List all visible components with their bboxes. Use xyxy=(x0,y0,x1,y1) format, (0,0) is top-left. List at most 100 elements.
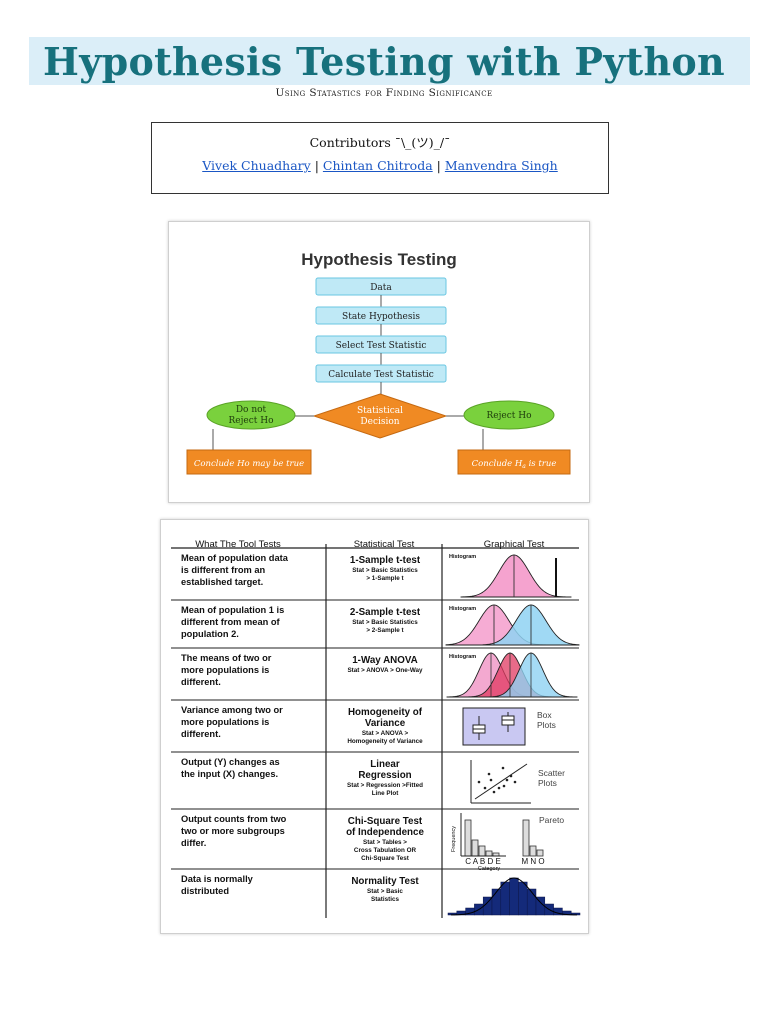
flow-outcome-reject: Reject Ho xyxy=(463,400,555,430)
flow-conclusion-right: Conclude Ha is true xyxy=(457,449,571,475)
row-what-text: the input (X) changes. xyxy=(181,769,278,779)
row-what-text: Mean of population data xyxy=(181,553,289,563)
title-band xyxy=(29,37,750,85)
histogram-bar xyxy=(491,888,502,916)
row-test-path: Homogeneity of Variance xyxy=(347,738,423,745)
table-rows: Mean of population data is different from… xyxy=(181,553,581,916)
row-what-text: Output counts from two xyxy=(181,814,287,824)
row-what-text: distributed xyxy=(181,886,229,896)
graph-side-label: Plots xyxy=(537,720,556,730)
graph-axis-label: Frequency xyxy=(451,826,457,852)
contributors-label: Contributors ¯\_(ツ)_/¯ xyxy=(309,135,451,150)
histogram-bar xyxy=(500,881,510,916)
histogram-bar xyxy=(518,881,528,916)
flow-step-state-hypothesis: State Hypothesis xyxy=(315,306,447,325)
row-what-text: population 2. xyxy=(181,629,239,639)
flow-step-label: Calculate Test Statistic xyxy=(328,370,434,380)
row-what-text: Variance among two or xyxy=(181,705,283,715)
flow-step-label: State Hypothesis xyxy=(342,312,420,322)
table-row: Mean of population 1 is different from me… xyxy=(181,604,580,646)
graph-side-label: Box xyxy=(537,710,552,720)
decision-label-line1: Statistical xyxy=(357,406,403,416)
table-grid xyxy=(171,544,579,918)
row-test-name: 1-Way ANOVA xyxy=(352,655,418,666)
row-test-name: 1-Sample t-test xyxy=(350,555,421,566)
scatter-point xyxy=(513,780,517,784)
scatter-point xyxy=(487,772,491,776)
contributors-box: Contributors ¯\_(ツ)_/¯ Vivek Chuadhary |… xyxy=(151,122,609,194)
row-what-text: different. xyxy=(181,729,221,739)
pareto-ticks: M N O xyxy=(521,857,544,866)
row-test-path: Stat > Basic xyxy=(367,888,403,895)
flow-conclusion-left: Conclude Ho may be true xyxy=(186,449,312,475)
row-test-path: Stat > Tables > xyxy=(363,839,407,846)
column-header: What The Tool Tests xyxy=(195,539,281,550)
contributor-link-2[interactable]: Chintan Chitroda xyxy=(322,158,433,173)
graph-label: Histogram xyxy=(449,606,476,612)
graph-axis-label: Category xyxy=(478,866,501,872)
contributors-names: Vivek Chuadhary | Chintan Chitroda | Man… xyxy=(152,158,608,173)
bell-curve xyxy=(460,554,572,598)
histogram-bar xyxy=(509,877,519,916)
table-header: What The Tool Tests Statistical Test Graph… xyxy=(195,539,544,550)
decision-label-line2: Decision xyxy=(360,417,399,427)
pareto-bar xyxy=(485,850,493,857)
row-test-path: Statistics xyxy=(371,896,399,903)
scatter-point xyxy=(489,778,493,782)
scatter-point xyxy=(509,774,513,778)
row-what-text: more populations is xyxy=(181,665,269,675)
row-what-text: established target. xyxy=(181,577,263,587)
row-what-text: is different from an xyxy=(181,565,266,575)
scatter-point xyxy=(483,786,487,790)
fit-line xyxy=(474,763,528,800)
contributor-separator: | xyxy=(436,158,441,173)
column-header: Graphical Test xyxy=(484,539,545,550)
row-test-path: Stat > Regression >Fitted xyxy=(347,782,423,789)
page-subtitle: Using Statastics for Finding Significanc… xyxy=(275,87,493,99)
scatter-point xyxy=(501,766,505,770)
row-what-text: The means of two or xyxy=(181,653,272,663)
flow-step-label: Data xyxy=(370,283,392,293)
row-test-path: > 1-Sample t xyxy=(366,575,404,582)
row-test-path: Chi-Square Test xyxy=(361,855,410,862)
pareto-bar xyxy=(529,845,537,857)
contributor-link-1[interactable]: Vivek Chuadhary xyxy=(202,158,311,173)
row-what-text: Data is normally xyxy=(181,874,254,884)
row-test-name: Variance xyxy=(365,718,406,729)
row-test-name: Homogeneity of xyxy=(348,707,423,718)
table-row: The means of two or more populations is di… xyxy=(181,652,578,698)
graph-label: Histogram xyxy=(449,554,476,560)
table-row: Output counts from two two or more subgro… xyxy=(181,813,564,872)
column-header: Statistical Test xyxy=(354,539,415,550)
row-test-name: 2-Sample t-test xyxy=(350,607,421,618)
flow-step-select-test-statistic: Select Test Statistic xyxy=(315,335,447,354)
scatter-point xyxy=(502,784,506,788)
row-what-text: two or more subgroups xyxy=(181,826,285,836)
row-test-path: > 2-Sample t xyxy=(366,627,404,634)
row-what-text: different from mean of xyxy=(181,617,281,627)
flow-step-calculate-test-statistic: Calculate Test Statistic xyxy=(315,364,447,383)
pareto-bar xyxy=(464,819,472,857)
histogram-bar xyxy=(526,888,537,916)
pareto-bar xyxy=(471,839,479,857)
outcome-label-line1: Do not xyxy=(236,405,267,415)
outcome-label-line2: Reject Ho xyxy=(228,416,273,426)
hypothesis-flowchart: Hypothesis Testing Data State Hypothesis… xyxy=(186,250,571,475)
row-test-path: Cross Tabulation OR xyxy=(354,847,417,854)
scatter-point xyxy=(497,786,501,790)
row-what-text: differ. xyxy=(181,838,206,848)
hypothesis-flowchart-figure: Hypothesis Testing Data State Hypothesis… xyxy=(168,221,590,503)
row-test-path: Stat > Basic Statistics xyxy=(352,619,418,626)
scatter-point xyxy=(477,780,481,784)
graph-side-label: Plots xyxy=(538,778,557,788)
flow-step-label: Select Test Statistic xyxy=(336,341,427,351)
row-what-text: different. xyxy=(181,677,221,687)
outcome-label: Reject Ho xyxy=(486,411,531,421)
row-what-text: Mean of population 1 is xyxy=(181,605,284,615)
row-test-path: Stat > ANOVA > One-Way xyxy=(347,667,423,674)
pareto-bar xyxy=(478,845,486,857)
contributor-link-3[interactable]: Manvendra Singh xyxy=(444,158,558,173)
flow-decision: Statistical Decision xyxy=(312,393,448,439)
